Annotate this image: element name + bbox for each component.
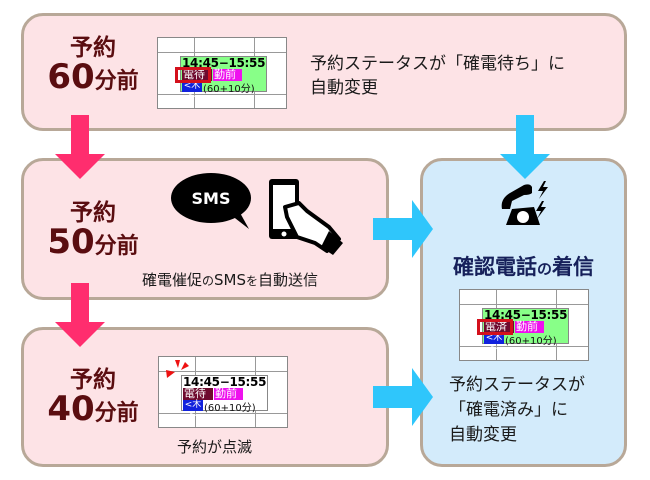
timing-unit: 分前 — [94, 69, 139, 95]
status-badge: 電待 — [183, 388, 213, 400]
caption-text: 確電催促 — [142, 271, 203, 289]
reservation-time: 14:45−15:55 — [183, 375, 267, 389]
step-60min-description: 予約ステータスが「確電待ち」に 自動変更 — [310, 52, 565, 100]
timing-number: 60 — [47, 57, 95, 98]
right-arrow-blue — [373, 368, 433, 426]
sms-caption: 確電催促のSMSを自動送信 — [142, 269, 318, 290]
schedule-grid-waiting: 14:45−15:55 電待 勤前 <木> (60+10分) — [157, 37, 287, 109]
step-50min-panel: 予約 50分前 SMS 確電催促のSMSを自動送信 — [21, 158, 389, 300]
down-arrow-pink — [55, 115, 105, 179]
status-highlight-frame — [175, 67, 211, 83]
timing-number: 40 — [47, 389, 95, 430]
type-badge: 勤前 — [515, 321, 544, 333]
ringing-phone-icon — [501, 181, 548, 225]
timing-unit: 分前 — [94, 234, 139, 260]
down-arrow-pink — [55, 283, 105, 347]
description-line: 「確電済み」に — [449, 400, 568, 420]
description-line: 自動変更 — [310, 78, 378, 98]
caption-text: SMS — [214, 271, 247, 289]
smartphone-hand-icon — [269, 179, 343, 255]
step-40min-panel: 予約 40分前 14:45−15:55 電待 勤前 <木> (60+10分) 予… — [21, 327, 389, 467]
duration-text: (60+10分) — [204, 403, 256, 414]
timing-label: 予約 — [70, 367, 116, 393]
caption-text: を — [246, 274, 259, 288]
title-text: 着信 — [552, 255, 594, 279]
type-badge: 勤前 — [214, 388, 243, 400]
day-badge: <木> — [484, 333, 504, 354]
reservation-time: 14:45−15:55 — [182, 56, 266, 70]
caption-text: の — [202, 274, 215, 288]
confirmation-call-panel: 確認電話の着信 14:45−15:55 電済 勤前 <木> (60+10分) 予… — [420, 158, 627, 467]
description-line: 予約ステータスが — [449, 375, 585, 395]
schedule-grid-done: 14:45−15:55 電済 勤前 <木> (60+10分) — [459, 289, 589, 361]
duration-text: (60+10分) — [505, 336, 557, 347]
title-text: の — [536, 260, 552, 278]
call-title: 確認電話の着信 — [423, 251, 624, 281]
down-arrow-blue — [500, 115, 550, 179]
step-40min-timing: 予約 40分前 — [38, 368, 148, 428]
status-highlight-frame — [477, 319, 513, 335]
result-description: 予約ステータスが 「確電済み」に 自動変更 — [449, 373, 585, 448]
right-arrow-blue — [373, 200, 433, 258]
reservation-time: 14:45−15:55 — [484, 308, 568, 322]
reservation-card[interactable]: 14:45−15:55 電待 勤前 <木> (60+10分) — [175, 56, 267, 102]
timing-label: 予約 — [70, 200, 116, 226]
type-badge: 勤前 — [213, 69, 242, 81]
timing-number: 50 — [47, 222, 95, 263]
duration-text: (60+10分) — [203, 84, 255, 95]
step-50min-timing: 予約 50分前 — [38, 201, 148, 261]
step-60min-timing: 予約 60分前 — [38, 36, 148, 96]
description-line: 自動変更 — [449, 425, 517, 445]
caption-text: 自動送信 — [258, 271, 319, 289]
sms-label: SMS — [192, 189, 231, 208]
description-line: 予約ステータスが「確電待ち」に — [310, 54, 565, 74]
day-badge: <木> — [182, 81, 202, 102]
blink-burst-icon — [166, 360, 189, 378]
blink-caption: 予約が点滅 — [177, 438, 253, 456]
reservation-card[interactable]: 14:45−15:55 電待 勤前 <木> (60+10分) — [181, 375, 268, 421]
timing-label: 予約 — [70, 35, 116, 61]
day-badge: <木> — [183, 400, 203, 421]
schedule-grid-blinking: 14:45−15:55 電待 勤前 <木> (60+10分) — [158, 356, 288, 428]
speech-bubble-icon: SMS — [171, 173, 251, 229]
reservation-card[interactable]: 14:45−15:55 電済 勤前 <木> (60+10分) — [477, 308, 569, 354]
timing-unit: 分前 — [94, 401, 139, 427]
status-badge: 電済 — [484, 321, 514, 333]
status-badge: 電待 — [182, 69, 212, 81]
title-text: 確認電話 — [452, 255, 537, 279]
step-60min-panel: 予約 60分前 14:45−15:55 電待 勤前 <木> (60+10分) 予… — [21, 13, 627, 131]
